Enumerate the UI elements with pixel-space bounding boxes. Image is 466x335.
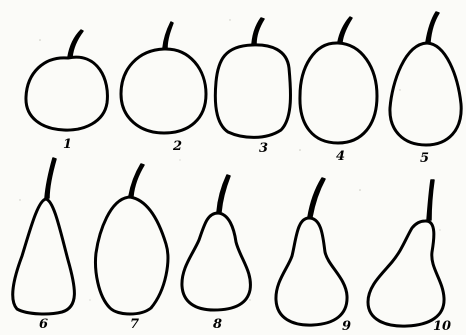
stem-8 — [217, 175, 230, 212]
fruit-shape-7: 7 — [96, 164, 168, 332]
shape-label-7: 7 — [130, 317, 139, 332]
fruit-shape-4: 4 — [300, 17, 377, 164]
shape-label-6: 6 — [39, 317, 48, 332]
outline-10 — [368, 221, 444, 326]
fruit-shape-3: 3 — [215, 18, 290, 156]
stem-3 — [252, 18, 264, 44]
outline-3 — [215, 45, 290, 137]
shape-label-1: 1 — [63, 137, 72, 152]
shape-label-5: 5 — [420, 151, 429, 166]
shape-label-10: 10 — [433, 319, 451, 334]
outline-6 — [13, 199, 75, 314]
shape-label-3: 3 — [259, 141, 268, 156]
stem-10 — [427, 180, 434, 220]
fruit-shape-5: 5 — [390, 12, 461, 166]
outline-4 — [300, 43, 377, 143]
shape-label-9: 9 — [342, 319, 351, 334]
fruit-shape-6: 6 — [13, 158, 75, 332]
outline-2 — [121, 49, 206, 133]
stem-9 — [308, 178, 325, 217]
fruit-shape-1: 1 — [26, 30, 107, 152]
fruit-shape-9: 9 — [276, 178, 351, 334]
stem-5 — [426, 12, 439, 42]
outline-7 — [96, 197, 168, 314]
stem-1 — [68, 30, 83, 57]
scan-speckles — [19, 19, 440, 300]
shape-label-8: 8 — [213, 317, 222, 332]
outline-9 — [276, 218, 347, 325]
outline-1 — [26, 57, 107, 130]
shape-label-2: 2 — [172, 139, 182, 154]
outline-5 — [390, 43, 461, 145]
fruit-shape-2: 2 — [121, 22, 206, 154]
outline-8 — [182, 213, 251, 310]
stem-4 — [338, 17, 352, 42]
shape-label-4: 4 — [336, 149, 345, 164]
fruit-shape-8: 8 — [182, 175, 251, 332]
stem-2 — [163, 22, 173, 48]
stem-7 — [129, 164, 144, 196]
fruit-shape-10: 10 — [368, 180, 451, 334]
stem-6 — [45, 158, 56, 198]
